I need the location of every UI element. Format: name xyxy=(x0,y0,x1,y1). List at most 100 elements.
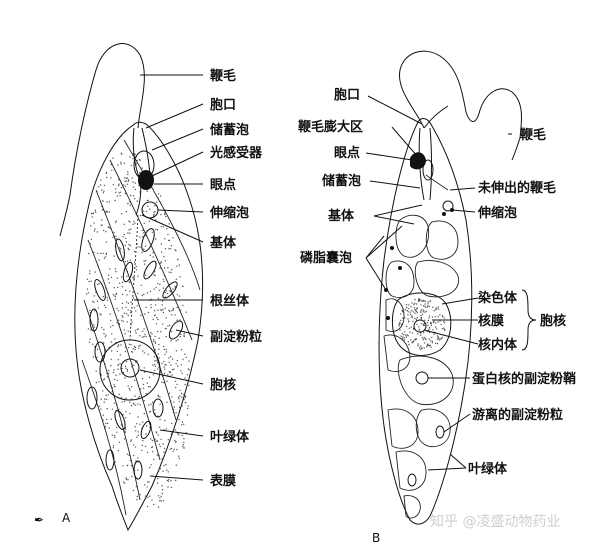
stipple-dot xyxy=(165,328,166,329)
stipple-dot xyxy=(171,314,172,315)
stipple-dot xyxy=(182,446,183,447)
stipple-dot xyxy=(124,333,125,334)
stipple-dot xyxy=(187,408,188,409)
stipple-dot xyxy=(171,423,172,424)
stipple-dot xyxy=(94,326,95,327)
stipple-dot xyxy=(161,485,162,486)
stipple-dot xyxy=(162,471,163,472)
stipple-dot xyxy=(153,212,154,213)
stipple-dot xyxy=(153,339,154,340)
stipple-dot xyxy=(430,340,431,341)
stipple-dot xyxy=(186,357,187,358)
stipple-dot xyxy=(435,326,436,327)
stipple-dot xyxy=(107,300,108,301)
stipple-dot xyxy=(167,267,168,268)
stipple-dot xyxy=(152,232,153,233)
stipple-dot xyxy=(185,395,186,396)
stipple-dot xyxy=(420,304,421,305)
stipple-dot xyxy=(128,220,129,221)
stipple-dot xyxy=(165,216,166,217)
stipple-dot xyxy=(135,330,136,331)
stipple-dot xyxy=(120,354,121,355)
stipple-dot xyxy=(440,324,441,325)
stipple-dot xyxy=(150,304,151,305)
stipple-dot xyxy=(179,395,180,396)
stipple-dot xyxy=(142,331,143,332)
stipple-dot xyxy=(170,364,171,365)
stipple-dot xyxy=(124,224,125,225)
stipple-dot xyxy=(153,504,154,505)
stipple-dot xyxy=(153,319,154,320)
stipple-dot xyxy=(144,372,145,373)
stipple-dot xyxy=(158,353,159,354)
stipple-dot xyxy=(173,369,174,370)
stipple-dot xyxy=(181,349,182,350)
stipple-dot xyxy=(172,237,173,238)
stipple-dot xyxy=(182,286,183,287)
stipple-dot xyxy=(170,272,171,273)
stipple-dot xyxy=(151,307,152,308)
stipple-dot xyxy=(406,336,407,337)
a-label-basal-body: 基体 xyxy=(209,235,237,251)
stipple-dot xyxy=(128,249,129,250)
stipple-dot xyxy=(417,312,418,313)
stipple-dot xyxy=(127,232,128,233)
a-label-flagellum: 鞭毛 xyxy=(210,68,236,84)
stipple-dot xyxy=(127,177,128,178)
stipple-dot xyxy=(428,320,429,321)
stipple-dot xyxy=(420,315,421,316)
stipple-dot xyxy=(171,487,172,488)
b-label-flagellum: 鞭毛 xyxy=(520,127,546,143)
stipple-dot xyxy=(429,315,430,316)
stipple-dot xyxy=(125,368,126,369)
stipple-dot xyxy=(97,253,98,254)
stipple-dot xyxy=(140,215,141,216)
stipple-dot xyxy=(137,469,138,470)
stipple-dot xyxy=(414,318,415,319)
stipple-dot xyxy=(154,211,155,212)
stipple-dot xyxy=(135,405,136,406)
stipple-dot xyxy=(109,282,110,283)
stipple-dot xyxy=(132,224,133,225)
stipple-dot xyxy=(166,290,167,291)
stipple-dot xyxy=(148,312,149,313)
stipple-dot xyxy=(164,213,165,214)
stipple-dot xyxy=(442,337,443,338)
stipple-dot xyxy=(117,164,118,165)
stipple-dot xyxy=(146,307,147,308)
stipple-dot xyxy=(102,253,103,254)
stipple-dot xyxy=(125,245,126,246)
stipple-dot xyxy=(109,268,110,269)
stipple-dot xyxy=(166,428,167,429)
stipple-dot xyxy=(172,288,173,289)
stipple-dot xyxy=(122,282,123,283)
a-label-contractile-vacuole: 伸缩泡 xyxy=(209,205,249,221)
stipple-dot xyxy=(90,281,91,282)
stipple-dot xyxy=(150,404,151,405)
stipple-dot xyxy=(137,293,138,294)
stipple-dot xyxy=(144,334,145,335)
stipple-dot xyxy=(101,327,102,328)
stipple-dot xyxy=(180,334,181,335)
stipple-dot xyxy=(131,165,132,166)
stipple-dot xyxy=(148,405,149,406)
stipple-dot xyxy=(176,279,177,280)
stipple-dot xyxy=(413,311,414,312)
stipple-dot xyxy=(155,229,156,230)
stipple-dot xyxy=(142,167,143,168)
stipple-dot xyxy=(148,386,149,387)
stipple-dot xyxy=(96,382,97,383)
stipple-dot xyxy=(169,393,170,394)
b-label-contractile-vacuole: 伸缩泡 xyxy=(477,205,517,221)
stipple-dot xyxy=(93,222,94,223)
stipple-dot xyxy=(432,307,433,308)
stipple-dot xyxy=(416,319,417,320)
stipple-dot xyxy=(93,356,94,357)
stipple-dot xyxy=(106,177,107,178)
stipple-dot xyxy=(128,303,129,304)
stipple-dot xyxy=(164,420,165,421)
stipple-dot xyxy=(178,419,179,420)
stipple-dot xyxy=(185,384,186,385)
stipple-dot xyxy=(130,344,131,345)
stipple-dot xyxy=(442,315,443,316)
